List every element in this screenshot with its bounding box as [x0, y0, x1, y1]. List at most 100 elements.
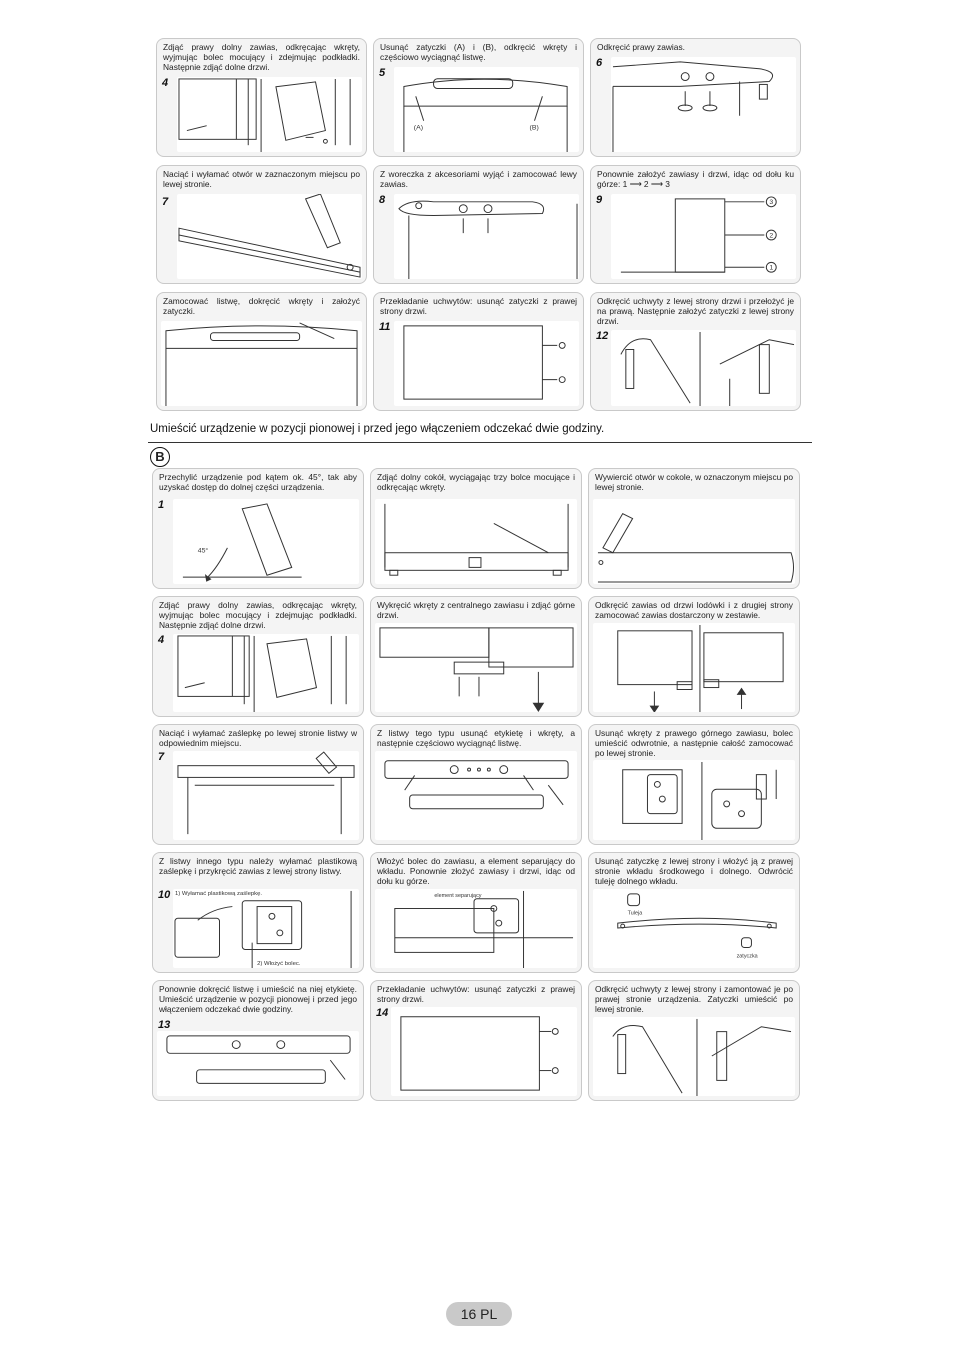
step-illustration: 3 2 1 — [611, 194, 796, 279]
step-text: Z listwy innego typu należy wyłamać plas… — [159, 856, 357, 877]
step-text: Z listwy tego typu usunąć etykietę i wkr… — [377, 728, 575, 749]
label-3: 3 — [769, 199, 773, 206]
label-separator: element separujący — [434, 893, 481, 899]
step-card: Usunąć zatyczki (A) i (B), odkręcić wkrę… — [373, 38, 584, 157]
section-b-grid: Przechylić urządzenie pod kątem ok. 45°,… — [152, 468, 800, 1101]
step-card: Naciąć i wyłamać otwór w zaznaczonym mie… — [156, 165, 367, 284]
step-number: 14 — [376, 1007, 389, 1019]
step-illustration — [611, 57, 796, 152]
step-number: 12 — [596, 330, 609, 342]
step-text: Odkręcić prawy zawias. — [597, 42, 685, 52]
step-text: Odkręcić uchwyty z lewej strony drzwi i … — [597, 296, 794, 327]
step-card: Odkręcić prawy zawias. 6 — [590, 38, 801, 157]
label-insert: 2) Włożyć bolec. — [257, 961, 301, 967]
step-number: 10 — [158, 889, 171, 901]
step-card: Zdjąć prawy dolny zawias, odkręcając wkr… — [156, 38, 367, 157]
label-b: (B) — [530, 125, 539, 132]
step-illustration — [173, 751, 359, 840]
step-card: Z woreczka z akcesoriami wyjąć i zamocow… — [373, 165, 584, 284]
step-text: Z woreczka z akcesoriami wyjąć i zamocow… — [380, 169, 577, 190]
step-card: Z listwy tego typu usunąć etykietę i wkr… — [370, 724, 582, 845]
page-number: 16 PL — [446, 1302, 512, 1326]
step-number: 7 — [158, 751, 165, 763]
step-illustration — [394, 321, 579, 406]
step-text: Przechylić urządzenie pod kątem ok. 45°,… — [159, 472, 357, 493]
step-card: Ponownie dokręcić listwę i umieścić na n… — [152, 980, 364, 1101]
label-2: 2 — [769, 233, 773, 240]
step-number: 7 — [162, 196, 169, 208]
step-text: Odkręcić zawias od drzwi lodówki i z dru… — [595, 600, 793, 621]
step-number: 1 — [158, 499, 165, 511]
step-illustration: 45° — [173, 499, 359, 584]
step-text: Ponownie dokręcić listwę i umieścić na n… — [159, 984, 357, 1015]
step-illustration — [375, 499, 577, 584]
step-card: Wywiercić otwór w cokole, w oznaczonym m… — [588, 468, 800, 589]
step-illustration — [375, 751, 577, 840]
step-text: Ponownie założyć zawiasy i drzwi, idąc o… — [597, 169, 794, 190]
label-1: 1 — [769, 265, 773, 272]
step-text: Włożyć bolec do zawiasu, a element separ… — [377, 856, 575, 887]
step-text: Usunąć zatyczkę z lewej strony i włożyć … — [595, 856, 793, 887]
step-number: 4 — [162, 77, 169, 89]
step-card: Wykręcić wkręty z centralnego zawiasu i … — [370, 596, 582, 717]
step-text: Odkręcić uchwyty z lewej strony i zamont… — [595, 984, 793, 1015]
step-number: 5 — [379, 67, 386, 79]
section-a-grid: Zdjąć prawy dolny zawias, odkręcając wkr… — [156, 38, 801, 411]
step-card: Odkręcić zawias od drzwi lodówki i z dru… — [588, 596, 800, 717]
step-card: Zdjąć dolny cokół, wyciągając trzy bolce… — [370, 468, 582, 589]
step-illustration — [611, 330, 796, 406]
step-card: Ponownie założyć zawiasy i drzwi, idąc o… — [590, 165, 801, 284]
step-illustration — [593, 623, 795, 712]
step-number: 6 — [596, 57, 603, 69]
step-text: Przekładanie uchwytów: usunąć zatyczki z… — [377, 984, 575, 1005]
step-text: Usunąć wkręty z prawego górnego zawiasu,… — [595, 728, 793, 759]
step-number: 4 — [158, 634, 165, 646]
step-illustration — [391, 1007, 577, 1096]
step-number: 9 — [596, 194, 603, 206]
step-card: Przekładanie uchwytów: usunąć zatyczki z… — [373, 292, 584, 411]
step-illustration — [593, 1017, 795, 1096]
step-card: Naciąć i wyłamać zaślepkę po lewej stron… — [152, 724, 364, 845]
step-illustration: 1) Wyłamać plastikową zaślepkę. 2) Włoży… — [173, 889, 359, 968]
label-a: (A) — [414, 125, 423, 132]
step-card: Odkręcić uchwyty z lewej strony drzwi i … — [590, 292, 801, 411]
step-number: 13 — [158, 1019, 171, 1031]
label-cap: zatyczka — [737, 953, 758, 959]
step-illustration — [375, 623, 577, 712]
step-number: 11 — [379, 321, 391, 333]
section-divider — [148, 442, 812, 443]
step-card: Przechylić urządzenie pod kątem ok. 45°,… — [152, 468, 364, 589]
step-illustration — [161, 321, 362, 406]
step-text: Przekładanie uchwytów: usunąć zatyczki z… — [380, 296, 577, 317]
step-card: Przekładanie uchwytów: usunąć zatyczki z… — [370, 980, 582, 1101]
step-text: Zdjąć prawy dolny zawias, odkręcając wkr… — [159, 600, 357, 631]
step-card: Usunąć zatyczkę z lewej strony i włożyć … — [588, 852, 800, 973]
step-card: Zdjąć prawy dolny zawias, odkręcając wkr… — [152, 596, 364, 717]
step-card: Z listwy innego typu należy wyłamać plas… — [152, 852, 364, 973]
label-break: 1) Wyłamać plastikową zaślepkę. — [175, 891, 262, 897]
step-illustration: (A) (B) — [394, 67, 579, 152]
step-text: Wykręcić wkręty z centralnego zawiasu i … — [377, 600, 575, 621]
step-illustration — [157, 1031, 359, 1096]
section-b-badge: B — [150, 447, 170, 467]
step-text: Zamocować listwę, dokręcić wkręty i zało… — [163, 296, 360, 317]
instruction-note: Umieścić urządzenie w pozycji pionowej i… — [150, 423, 605, 435]
step-text: Zdjąć dolny cokół, wyciągając trzy bolce… — [377, 472, 575, 493]
step-card: Usunąć wkręty z prawego górnego zawiasu,… — [588, 724, 800, 845]
step-text: Wywiercić otwór w cokole, w oznaczonym m… — [595, 472, 793, 493]
step-card: Zamocować listwę, dokręcić wkręty i zało… — [156, 292, 367, 411]
step-illustration — [394, 194, 579, 279]
step-illustration — [177, 77, 362, 152]
step-text: Zdjąć prawy dolny zawias, odkręcając wkr… — [163, 42, 360, 73]
label-sleeve: Tuleja — [628, 910, 643, 916]
step-card: Odkręcić uchwyty z lewej strony i zamont… — [588, 980, 800, 1101]
step-illustration — [593, 499, 795, 584]
step-text: Naciąć i wyłamać otwór w zaznaczonym mie… — [163, 169, 360, 190]
step-text: Naciąć i wyłamać zaślepkę po lewej stron… — [159, 728, 357, 749]
step-illustration: element separujący — [375, 889, 577, 968]
step-illustration — [177, 194, 362, 279]
step-text: Usunąć zatyczki (A) i (B), odkręcić wkrę… — [380, 42, 577, 63]
step-illustration: Tuleja zatyczka — [593, 889, 795, 968]
step-illustration — [593, 760, 795, 840]
step-number: 8 — [379, 194, 386, 206]
